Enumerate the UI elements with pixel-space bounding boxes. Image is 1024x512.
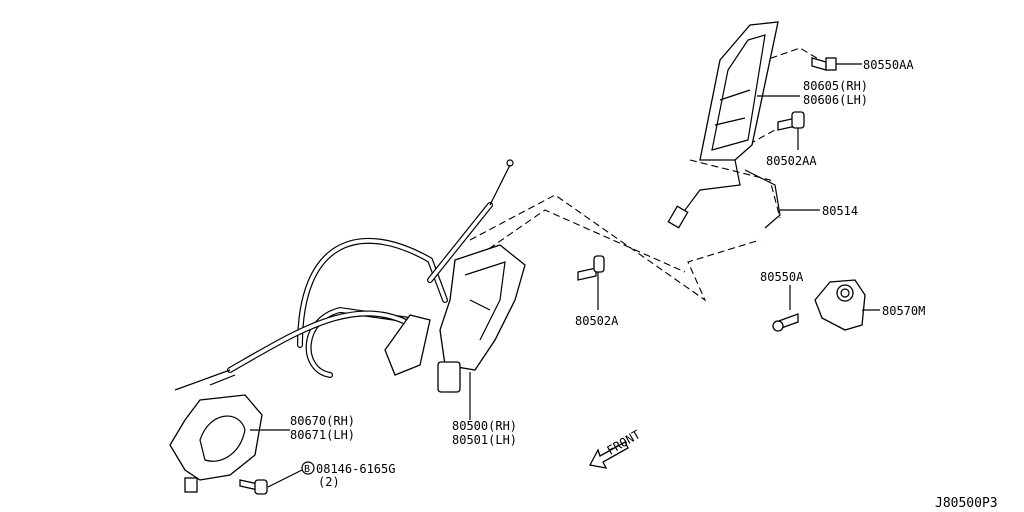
bolt-badge-circle [301,461,315,475]
bolt-80502AA [777,111,805,131]
cable-assembly [174,159,514,391]
label-80550A: 80550A [760,270,804,284]
front-arrow [589,441,629,469]
leader-lines [250,63,880,488]
bolt-badge: B [304,464,310,475]
rod-clip [667,205,689,229]
diagram-id: J80500P3 [935,496,998,511]
screw-80550AA [811,57,837,71]
label-bolt-qty: (2) [318,475,340,489]
inside-handle-part [699,21,779,161]
label-bolt-code: 08146-6165G [316,462,395,476]
label-front: FRONT [605,427,643,457]
label-80500: 80500(RH) [452,419,517,433]
bolt-08146 [239,479,268,495]
screw-80550A [772,313,799,332]
rod-part [677,159,781,229]
striker-part [814,279,866,331]
label-80570M: 80570M [882,304,925,318]
label-80605: 80605(RH) [803,79,868,93]
assembly-line [469,47,821,302]
door-lock-actuator [384,244,526,393]
label-80502AA: 80502AA [766,154,817,168]
outside-handle-bracket [169,394,263,493]
label-80502A: 80502A [575,314,619,328]
bolt-80502A [577,255,605,281]
label-80501: 80501(LH) [452,433,517,447]
label-80606: 80606(LH) [803,93,868,107]
label-80670: 80670(RH) [290,414,355,428]
label-80550AA: 80550AA [863,58,914,72]
label-80671: 80671(LH) [290,428,355,442]
label-80514: 80514 [822,204,858,218]
